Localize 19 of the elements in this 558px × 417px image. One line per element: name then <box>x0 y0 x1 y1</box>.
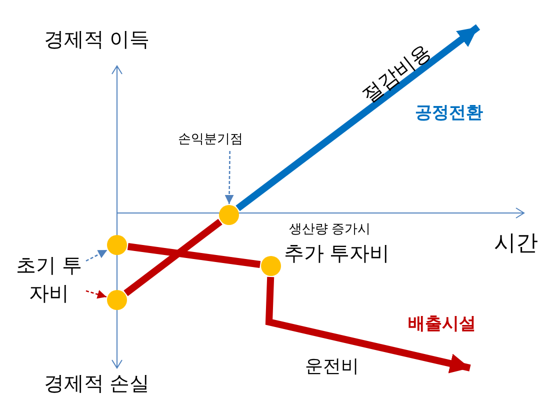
leader-line <box>86 290 107 299</box>
annotation-text: 생산량 증가시 <box>289 221 371 237</box>
annotation-text: 초기 투자비 <box>14 252 84 308</box>
point-marker <box>261 256 281 276</box>
annotation-text: 손익분기점 <box>178 131 282 149</box>
point-marker <box>107 235 127 255</box>
axis-label: 시간 <box>494 230 538 256</box>
axis-label: 경제적 이득 <box>44 28 150 52</box>
point-marker <box>107 290 127 310</box>
line-arrow <box>236 24 480 212</box>
series-label: 배출시설 <box>408 314 476 334</box>
point-marker <box>219 205 239 225</box>
annotation-text: 추가 투자비 <box>284 242 390 266</box>
leader-line <box>224 151 234 204</box>
line-arrow <box>265 276 471 374</box>
series-label: 공정전환 <box>415 103 483 124</box>
edge-label: 운전비 <box>305 356 359 378</box>
leader-line <box>86 249 108 262</box>
axis-label: 경제적 손실 <box>44 372 150 396</box>
